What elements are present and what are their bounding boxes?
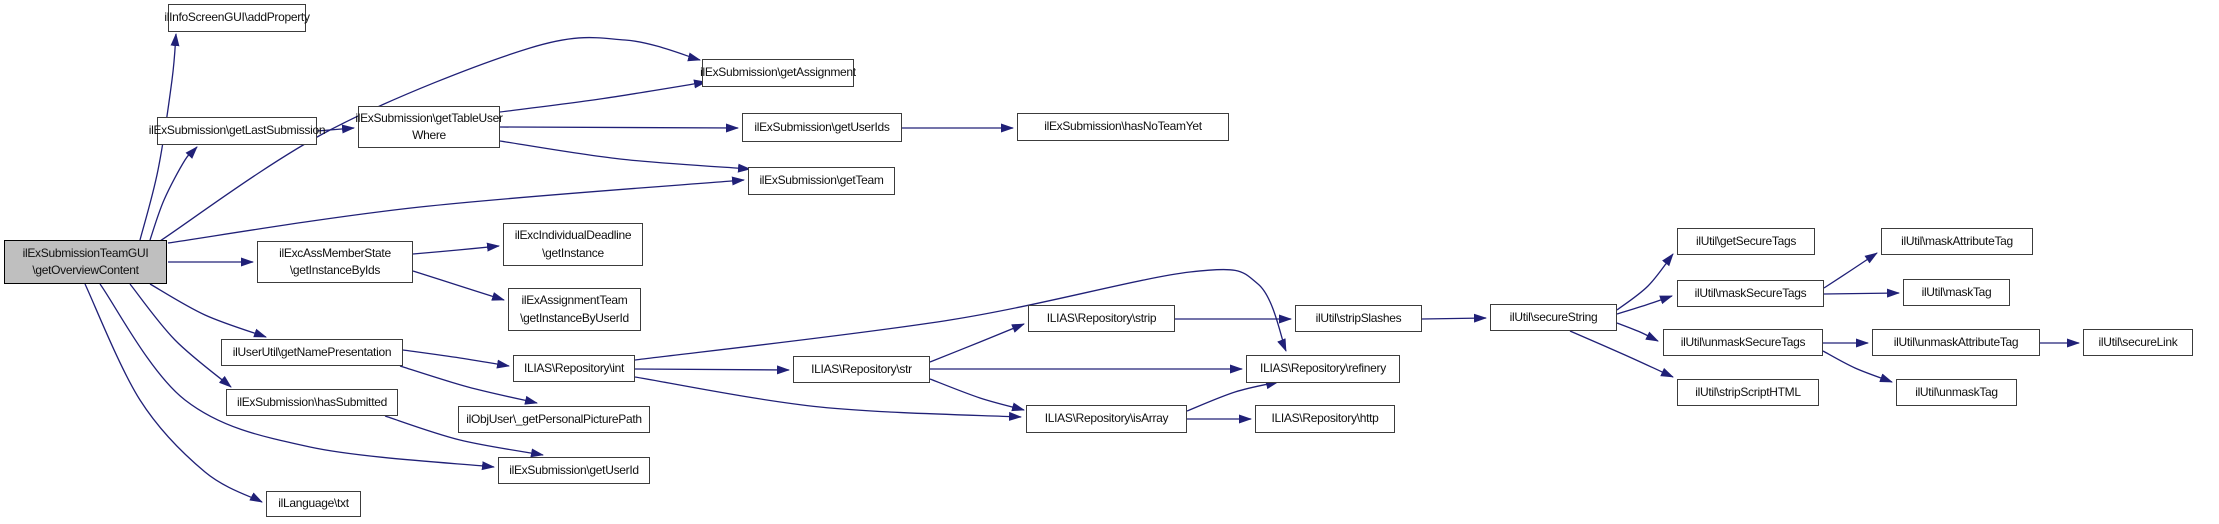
edge-isArray-to-refinery — [1186, 380, 1279, 412]
graph-node-txt[interactable]: ilLanguage\txt — [266, 491, 361, 517]
edge-getInstanceByIds-to-getInstanceByUserId — [412, 270, 505, 301]
edge-int-to-isArray — [634, 376, 1022, 421]
graph-node-getInstance[interactable]: ilExcIndividualDeadline \getInstance — [503, 223, 643, 266]
graph-node-int[interactable]: ILIAS\Repository\int — [513, 355, 635, 382]
graph-node-maskAttributeTag[interactable]: ilUtil\maskAttributeTag — [1881, 228, 2033, 255]
graph-node-getTableUserWhere[interactable]: ilExSubmission\getTableUser Where — [355, 106, 503, 148]
graph-node-getUserId[interactable]: ilExSubmission\getUserId — [498, 457, 650, 484]
edge-maskSecureTags-to-maskAttributeTag — [1823, 252, 1878, 289]
edge-root-to-getNamePresentation — [149, 283, 267, 338]
edge-stripSlashes-to-secureString — [1421, 313, 1487, 323]
graph-node-addProperty[interactable]: ilInfoScreenGUI\addProperty — [164, 4, 310, 32]
edge-root-to-hasSubmitted — [129, 283, 232, 388]
edge-str-to-strip — [929, 323, 1025, 363]
edge-root-to-getLastSubmission — [149, 146, 198, 241]
edge-hasSubmitted-to-getUserId — [384, 415, 544, 458]
edge-secureString-to-unmaskSecureTags — [1616, 322, 1659, 342]
edge-getInstanceByIds-to-getInstance — [412, 242, 500, 255]
edge-maskSecureTags-to-maskTag — [1823, 288, 1900, 298]
edge-secureString-to-stripScriptHTML — [1569, 330, 1674, 378]
edge-root-to-txt — [84, 283, 263, 503]
edge-int-to-refinery — [634, 268, 1287, 361]
edge-secureString-to-maskSecureTags — [1616, 295, 1673, 315]
graph-node-secureString[interactable]: ilUtil\secureString — [1490, 304, 1617, 331]
graph-node-strip[interactable]: ILIAS\Repository\strip — [1028, 305, 1175, 332]
graph-node-stripSlashes[interactable]: ilUtil\stripSlashes — [1295, 305, 1422, 332]
graph-node-hasSubmitted[interactable]: ilExSubmission\hasSubmitted — [226, 389, 398, 416]
graph-node-getNamePresentation[interactable]: ilUserUtil\getNamePresentation — [221, 339, 403, 366]
graph-node-unmaskAttributeTag[interactable]: ilUtil\unmaskAttributeTag — [1872, 329, 2040, 356]
edge-secureString-to-getSecureTags — [1616, 253, 1674, 311]
graph-node-str[interactable]: ILIAS\Repository\str — [793, 356, 930, 383]
edge-getTableUserWhere-to-getUserIds — [499, 123, 739, 133]
graph-node-isArray[interactable]: ILIAS\Repository\isArray — [1026, 405, 1187, 433]
edge-str-to-isArray — [929, 378, 1025, 412]
graph-node-getInstanceByUserId[interactable]: ilExAssignmentTeam \getInstanceByUserId — [508, 288, 641, 331]
graph-node-unmaskSecureTags[interactable]: ilUtil\unmaskSecureTags — [1663, 329, 1823, 356]
graph-node-stripScriptHTML[interactable]: ilUtil\stripScriptHTML — [1677, 379, 1819, 406]
graph-node-root[interactable]: ilExSubmissionTeamGUI \getOverviewConten… — [4, 240, 167, 284]
graph-node-maskTag[interactable]: ilUtil\maskTag — [1903, 279, 2010, 306]
graph-node-http[interactable]: ILIAS\Repository\http — [1255, 405, 1395, 433]
graph-node-secureLink[interactable]: ilUtil\secureLink — [2083, 329, 2193, 356]
graph-node-hasNoTeamYet[interactable]: ilExSubmission\hasNoTeamYet — [1017, 113, 1229, 141]
graph-node-getInstanceByIds[interactable]: ilExcAssMemberState \getInstanceByIds — [257, 241, 413, 283]
edge-int-to-str — [634, 365, 790, 375]
edge-getTableUserWhere-to-getTeam — [499, 140, 751, 173]
edge-root-to-getTeam — [167, 176, 745, 244]
edge-unmaskSecureTags-to-unmaskTag — [1822, 350, 1893, 383]
graph-node-getUserIds[interactable]: ilExSubmission\getUserIds — [742, 113, 902, 142]
graph-node-maskSecureTags[interactable]: ilUtil\maskSecureTags — [1677, 280, 1824, 307]
edge-root-to-getAssignment — [159, 36, 701, 242]
edge-getTableUserWhere-to-getAssignment — [499, 79, 707, 113]
graph-node-personalPicturePath[interactable]: ilObjUser\_getPersonalPicturePath — [458, 406, 650, 433]
graph-node-getSecureTags[interactable]: ilUtil\getSecureTags — [1677, 228, 1815, 255]
edge-getLastSubmission-to-getTableUserWhere — [316, 124, 355, 134]
graph-node-getLastSubmission[interactable]: ilExSubmission\getLastSubmission — [149, 117, 326, 145]
edge-getNamePresentation-to-int — [402, 349, 510, 369]
edge-getNamePresentation-to-personalPicturePath — [399, 365, 538, 405]
graph-node-refinery[interactable]: ILIAS\Repository\refinery — [1246, 355, 1400, 383]
graph-node-getTeam[interactable]: ilExSubmission\getTeam — [748, 167, 895, 195]
graph-node-getAssignment[interactable]: ilExSubmission\getAssignment — [700, 59, 856, 87]
graph-node-unmaskTag[interactable]: ilUtil\unmaskTag — [1896, 379, 2017, 406]
edge-root-to-getUserId — [99, 283, 495, 471]
